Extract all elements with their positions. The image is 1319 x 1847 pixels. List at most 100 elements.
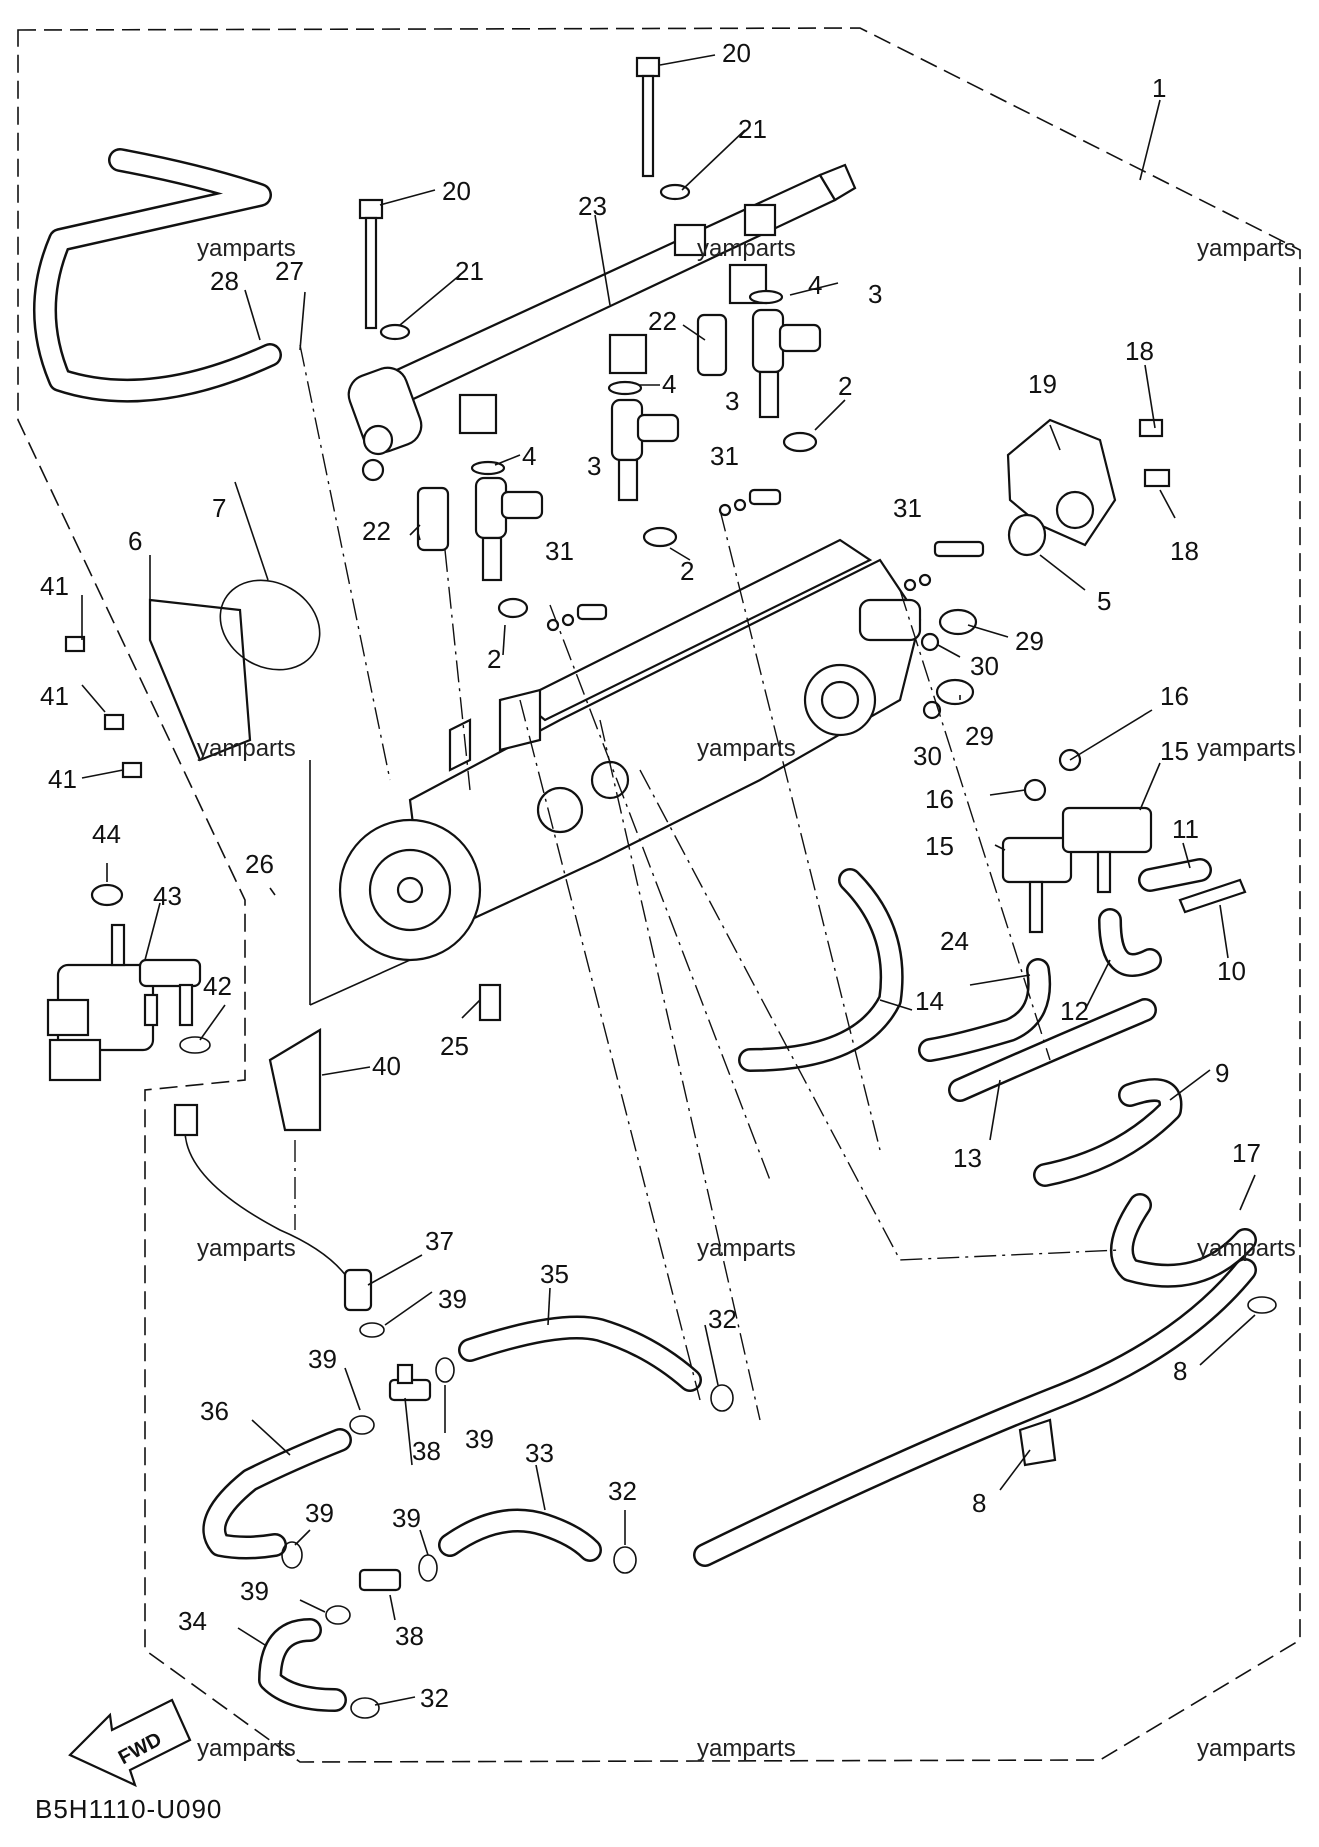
screw-16-left: [1023, 778, 1047, 802]
nut-44: [90, 883, 124, 907]
callout-2: 2: [680, 556, 694, 586]
callout-41: 41: [40, 571, 69, 601]
hose-28: [33, 148, 282, 403]
ref-line: [519, 699, 701, 1401]
hose-33: [438, 1508, 602, 1562]
assembly-boundary: [17, 27, 1301, 1763]
callout-16: 16: [925, 784, 954, 814]
callout-30: 30: [913, 741, 942, 771]
watermark-text: yamparts: [197, 235, 296, 262]
callout-36: 36: [200, 1396, 229, 1426]
bolt-20-left: [358, 198, 384, 330]
washer-21-left: [379, 323, 411, 341]
screw-set-31-a: [546, 603, 608, 632]
clamp-32-b: [613, 1546, 637, 1574]
clamp-39-f: [325, 1605, 351, 1625]
callout-27: 27: [275, 256, 304, 286]
callout-15: 15: [1160, 736, 1189, 766]
screw-18-upper: [1138, 418, 1164, 438]
ref-line: [899, 589, 1051, 1061]
callout-39: 39: [438, 1284, 467, 1314]
callout-11: 11: [1172, 814, 1199, 844]
callout-12: 12: [1060, 996, 1089, 1026]
ref-line: [599, 719, 761, 1421]
callout-26: 26: [245, 849, 274, 879]
callout-24: 24: [940, 926, 969, 956]
callout-35: 35: [540, 1259, 569, 1289]
cap-29-lower: [935, 678, 975, 706]
hose-9: [1033, 1078, 1183, 1187]
watermark-text: yamparts: [1197, 235, 1296, 262]
callout-31: 31: [893, 493, 922, 523]
callout-14: 14: [915, 986, 944, 1016]
callout-19: 19: [1028, 369, 1057, 399]
callout-4: 4: [522, 441, 536, 471]
callout-39: 39: [308, 1344, 337, 1374]
callout-38: 38: [395, 1621, 424, 1651]
screw-25: [478, 983, 502, 1022]
injector-3-c: [748, 289, 822, 453]
watermark-text: yamparts: [197, 735, 296, 762]
callout-42: 42: [203, 971, 232, 1001]
callout-31: 31: [710, 441, 739, 471]
hose-36: [202, 1428, 352, 1560]
callout-32: 32: [608, 1476, 637, 1506]
callout-37: 37: [425, 1226, 454, 1256]
callout-25: 25: [440, 1031, 469, 1061]
o-ring-5: [1007, 513, 1047, 557]
ref-line: [299, 344, 391, 781]
bolt-41-a: [64, 635, 86, 653]
callout-39: 39: [240, 1576, 269, 1606]
callout-38: 38: [412, 1436, 441, 1466]
callout-18: 18: [1170, 536, 1199, 566]
watermark-text: yamparts: [697, 735, 796, 762]
callout-21: 21: [738, 114, 767, 144]
bolt-41-b: [103, 713, 125, 731]
callout-20: 20: [442, 176, 471, 206]
callout-9: 9: [1215, 1058, 1229, 1088]
clamp-8-upper: [1247, 1296, 1277, 1314]
callout-39: 39: [392, 1503, 421, 1533]
bolt-41-c: [121, 761, 143, 779]
callout-41: 41: [48, 764, 77, 794]
watermark-text: yamparts: [1197, 1235, 1296, 1262]
callout-15: 15: [925, 831, 954, 861]
clamp-8-lower: [1018, 1418, 1057, 1467]
screw-set-31-b: [718, 488, 782, 517]
clamp-32-c: [350, 1697, 380, 1719]
bolt-20-right: [635, 56, 661, 178]
callout-16: 16: [1160, 681, 1189, 711]
callout-39: 39: [305, 1498, 334, 1528]
hose-12: [1098, 908, 1162, 977]
joint-38-lower: [358, 1568, 402, 1592]
callout-44: 44: [92, 819, 121, 849]
ref-line: [309, 959, 411, 1006]
watermark-text: yamparts: [197, 1235, 296, 1262]
clamp-39-b: [349, 1415, 375, 1435]
screw-set-31-c: [903, 540, 985, 592]
callout-30: 30: [970, 651, 999, 681]
watermark-text: yamparts: [1197, 735, 1296, 762]
watermark-text: yamparts: [697, 1235, 796, 1262]
callout-20: 20: [722, 38, 751, 68]
watermark-text: yamparts: [697, 235, 796, 262]
clamp-39-c: [435, 1357, 455, 1383]
callout-18: 18: [1125, 336, 1154, 366]
callout-33: 33: [525, 1438, 554, 1468]
injector-3-b: [607, 380, 680, 548]
washer-21-right: [659, 183, 691, 201]
callout-2: 2: [487, 644, 501, 674]
throttle-body: [338, 538, 922, 1022]
clamp-39-e: [418, 1554, 438, 1582]
clamp-39-d: [281, 1541, 303, 1569]
callout-28: 28: [210, 266, 239, 296]
gasket-7: [219, 579, 321, 671]
sensor-15-left: [1001, 836, 1073, 934]
callout-21: 21: [455, 256, 484, 286]
callout-6: 6: [128, 526, 142, 556]
hose-17: [1110, 1193, 1257, 1288]
callout-1: 1: [1152, 73, 1166, 103]
hose-37: [173, 1103, 373, 1312]
callout-22: 22: [648, 306, 677, 336]
watermarks: yamparts yamparts yamparts yamparts yamp…: [197, 235, 1296, 1762]
